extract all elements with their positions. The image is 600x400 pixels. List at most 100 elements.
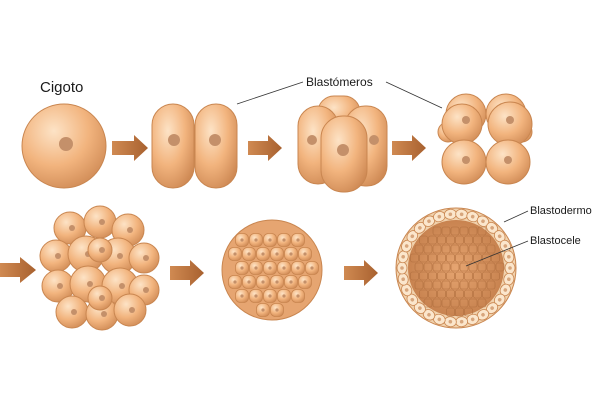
blastoderm-cell: [443, 208, 457, 220]
nucleus: [459, 212, 464, 217]
blastoderm-cell: [433, 211, 446, 223]
nucleus: [507, 254, 511, 259]
nucleus: [254, 266, 258, 270]
zygote-label: Cigoto: [40, 79, 83, 96]
nucleus: [504, 156, 512, 164]
blastoderm-cell: [466, 211, 479, 223]
morula-cell: [263, 261, 277, 275]
morula-cell: [277, 289, 291, 303]
nucleus: [282, 266, 286, 270]
morula-cell: [249, 289, 263, 303]
nucleus: [296, 238, 300, 242]
nucleus: [261, 308, 265, 312]
morula-cell: [55, 295, 89, 329]
nucleus: [296, 294, 300, 298]
nucleus: [240, 266, 244, 270]
nucleus: [503, 288, 508, 292]
morula-cell: [291, 289, 305, 303]
blastoderm-cell: [455, 316, 469, 328]
nucleus: [282, 238, 286, 242]
nucleus: [268, 294, 272, 298]
morula-cell: [291, 261, 305, 275]
nucleus: [289, 280, 293, 284]
nucleus: [470, 214, 475, 219]
morula-cell: [249, 233, 263, 247]
leader-line: [236, 81, 304, 105]
arrow-icon: [248, 135, 282, 161]
nucleus: [508, 266, 512, 270]
nucleus: [99, 247, 105, 253]
morula-cell: [242, 275, 256, 289]
two-cell-stage: [151, 103, 238, 189]
nucleus: [209, 134, 221, 146]
blastoderm-cell: [396, 261, 408, 275]
nucleus: [410, 297, 415, 302]
nucleus: [481, 312, 485, 317]
nucleus: [268, 238, 272, 242]
nucleus: [490, 306, 494, 310]
morula: [221, 219, 323, 321]
nucleus: [427, 312, 431, 317]
blastomeres-label: Blastómeros: [306, 75, 373, 89]
nucleus: [119, 283, 125, 289]
nucleus: [143, 255, 149, 261]
nucleus: [275, 308, 279, 312]
blastoderm-cell: [493, 230, 506, 243]
nucleus: [55, 253, 61, 259]
blastoderm-cell: [503, 250, 515, 264]
nucleus: [481, 219, 485, 224]
nucleus: [462, 156, 470, 164]
nucleus: [418, 226, 422, 230]
nucleus: [275, 280, 279, 284]
nucleus: [233, 280, 237, 284]
morula-cell: [270, 247, 284, 261]
nucleus: [303, 280, 307, 284]
blastoderm-cell: [455, 208, 469, 220]
nucleus: [127, 227, 133, 233]
nucleus: [506, 116, 514, 124]
leader-line: [385, 81, 443, 109]
nucleus: [310, 266, 314, 270]
nucleus: [462, 116, 470, 124]
morula-cell: [291, 233, 305, 247]
leader-line: [503, 210, 529, 223]
nucleus: [470, 317, 475, 322]
nucleus: [268, 266, 272, 270]
nucleus: [69, 225, 75, 231]
eight-cell-stage: [437, 93, 533, 185]
nucleus: [275, 252, 279, 256]
morula-cell: [39, 239, 73, 273]
morula-cell: [235, 289, 249, 303]
nucleus: [99, 295, 105, 301]
nucleus: [404, 244, 409, 248]
morula-cell: [87, 285, 113, 311]
nucleus: [117, 253, 123, 259]
morula-cell: [41, 269, 75, 303]
blastoderm-cell: [413, 302, 426, 315]
blastocoel-label: Blastocele: [530, 235, 581, 247]
morula-cell: [263, 289, 277, 303]
morula-cell: [263, 233, 277, 247]
nucleus: [87, 281, 93, 287]
nucleus: [497, 234, 502, 239]
nucleus: [101, 311, 107, 317]
nucleus: [404, 288, 409, 292]
nucleus: [99, 219, 105, 225]
morula-cell: [113, 293, 147, 327]
nucleus: [129, 307, 135, 313]
arrow-icon: [0, 257, 36, 283]
blastoderm-cell: [422, 215, 436, 227]
blastoderm-cell: [401, 283, 413, 297]
nucleus: [254, 238, 258, 242]
nucleus: [247, 252, 251, 256]
morula-cell: [277, 233, 291, 247]
blastula: [395, 207, 517, 329]
blastoderm-cell: [503, 272, 515, 286]
nucleus: [418, 306, 422, 310]
nucleus: [233, 252, 237, 256]
morula-16-cell: [39, 205, 160, 331]
nucleus: [448, 212, 453, 217]
nucleus: [490, 226, 494, 230]
morula-cell: [235, 233, 249, 247]
